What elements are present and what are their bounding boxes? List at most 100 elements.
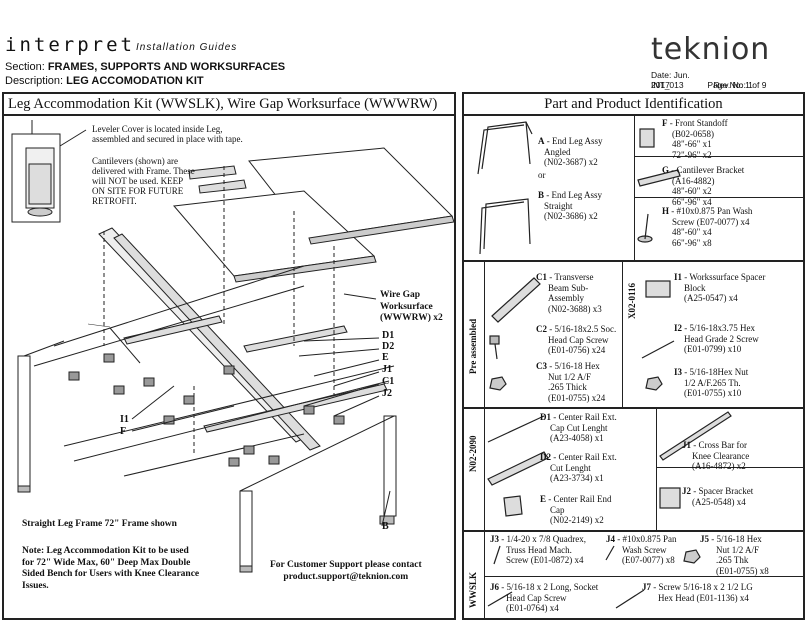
divider [484, 530, 485, 620]
meta-page: Page No: 1 of 9 [707, 80, 767, 90]
divider [656, 467, 805, 468]
leveler-note: Leveler Cover is located inside Leg, ass… [92, 124, 243, 144]
section-label: Section: [5, 61, 45, 73]
part-g-line2: (A16-4882) [672, 175, 715, 186]
part-or: or [538, 170, 546, 180]
part-d2-illustration [487, 451, 549, 486]
part-i2: I2 - 5/16-18x3.75 Hex Head Grade 2 Screw… [674, 323, 759, 355]
description-line: Description: LEG ACCOMODATION KIT [5, 75, 204, 87]
callout-d2: D2 [382, 341, 395, 352]
part-j5-line3: .265 Thk [716, 555, 749, 565]
part-d2: D2 - Center Rail Ext. Cut Lenght (A23-37… [540, 452, 617, 484]
part-a-line1: A - End Leg Assy [538, 136, 603, 146]
part-g-line1: G - Cantilever Bracket [662, 165, 745, 175]
cantilever-note-line: will NOT be used. KEEP [92, 176, 184, 186]
part-d1-line2: Cap Cut Lenght [550, 422, 608, 433]
wire-gap-label-line: Wire Gap [380, 290, 421, 300]
part-c2: C2 - 5/16-18x2.5 Soc. Head Cap Screw (E0… [536, 324, 616, 356]
callout-d1: D1 [382, 330, 395, 341]
wire-gap-label: Wire Gap Worksurface (WWWRW) x2 [380, 290, 443, 325]
meta-doc-id: INT_013 [651, 80, 684, 90]
part-c1-line4: (N02-3688) x3 [548, 303, 602, 314]
part-h-illustration [637, 213, 653, 243]
part-b-line2: Straight [544, 200, 573, 211]
part-j5-line4: (E01-0755) x8 [716, 565, 769, 576]
part-c1-line2: Beam Sub- [548, 282, 589, 293]
description-value: LEG ACCOMODATION KIT [66, 75, 204, 87]
part-j5-line2: Nut 1/2 A/F [716, 544, 760, 555]
kit-usage-note-line: for 72" Wide Max, 60" Deep Max Double [22, 557, 191, 568]
part-j7-line1: J7 - Screw 5/16-18 x 2 1/2 LG [642, 582, 753, 592]
brand-name: interpret [5, 34, 135, 56]
part-j5-line1: J5 - 5/16-18 Hex [700, 534, 762, 544]
cantilever-note-line: RETROFIT. [92, 196, 137, 206]
part-j4-line3: (E07-0077) x8 [622, 555, 675, 565]
kit-usage-note-line: Note: Leg Accommodation Kit to be used [22, 546, 189, 556]
callout-b: B [382, 521, 389, 532]
cantilever-note-line: delivered with Frame. These [92, 166, 195, 176]
part-d2-line2: Cut Lenght [550, 462, 591, 473]
part-j3: J3 - 1/4-20 x 7/8 Quadrex, Truss Head Ma… [490, 534, 586, 566]
part-f: F - Front Standoff (B02-0658) 48"-66" x1… [662, 118, 728, 160]
part-i2-line3: (E01-0799) x10 [684, 344, 742, 354]
kit-usage-note-line: Issues. [22, 580, 49, 591]
part-c1: C1 - Transverse Beam Sub- Assembly (N02-… [536, 272, 602, 314]
part-j7-illustration [615, 589, 645, 609]
part-f-illustration [639, 128, 655, 148]
section-value: FRAMES, SUPPORTS AND WORKSURFACES [47, 61, 286, 73]
part-j1-line3: (A16-4872) x2 [692, 461, 746, 471]
part-c3-line2: Nut 1/2 A/F [548, 371, 592, 382]
part-c3-line3: .265 Thick [548, 382, 587, 392]
part-c3-illustration [489, 376, 507, 391]
part-j3-line1: J3 - 1/4-20 x 7/8 Quadrex, [490, 534, 586, 544]
part-i3-line2: 1/2 A/F.265 Th. [684, 377, 741, 388]
frame-shown-note: Straight Leg Frame 72" Frame shown [22, 519, 177, 529]
cantilever-note-line: Cantilevers (shown) are [92, 156, 178, 166]
divider [464, 260, 805, 262]
part-j5-illustration [683, 549, 701, 564]
wire-gap-label-line: (WWWRW) x2 [380, 313, 443, 323]
callout-i1: I1 [120, 414, 129, 425]
left-panel-title: Leg Accommodation Kit (WWSLK), Wire Gap … [4, 94, 454, 116]
part-d2-line1: D2 - Center Rail Ext. [540, 452, 617, 462]
part-a-line3: (N02-3687) x2 [544, 157, 598, 167]
divider [484, 407, 485, 531]
divider [656, 407, 657, 531]
part-c1-line3: Assembly [548, 293, 584, 303]
part-j1-line2: Knee Clearance [692, 450, 750, 461]
wire-gap-label-line: Worksurface [380, 301, 433, 312]
part-f-line2: (B02-0658) [672, 128, 714, 139]
part-h-line1: H - #10x0.875 Pan Wash [662, 206, 753, 216]
part-e-line1: E - Center Rail End [540, 494, 612, 504]
description-label: Description: [5, 75, 64, 87]
kit-usage-note-line: Sided Bench for Users with Knee Clearanc… [22, 569, 200, 579]
right-panel-title: Part and Product Identification [464, 94, 803, 116]
part-b-line3: (N02-3686) x2 [544, 211, 598, 221]
part-i2-line1: I2 - 5/16-18x3.75 Hex [674, 323, 756, 333]
part-f-line4: 72"-96" x2 [672, 149, 712, 160]
cantilever-note-line: ON SITE FOR FUTURE [92, 186, 184, 196]
divider [484, 576, 805, 577]
teknion-logo: teknion [651, 32, 771, 67]
brand-subtitle: Installation Guides [136, 42, 238, 53]
divider [464, 530, 805, 532]
part-f-line3: 48"-66" x1 [672, 139, 712, 149]
part-d1-line1: D1 - Center Rail Ext. [540, 412, 617, 422]
meta-row-2: INT_013 Rev. No: 1 [651, 80, 753, 90]
support-email[interactable]: product.support@teknion.com [283, 571, 409, 582]
left-panel: Leg Accommodation Kit (WWSLK), Wire Gap … [2, 92, 456, 620]
part-g-illustration [637, 169, 681, 187]
part-i2-line2: Head Grade 2 Screw [684, 333, 759, 344]
part-c1-line1: C1 - Transverse [536, 272, 594, 282]
part-g-line3: 48"-60" x2 [672, 186, 712, 196]
part-j4-line2: Wash Screw [622, 544, 667, 555]
part-j6-line2: Head Cap Screw [506, 592, 567, 603]
part-h: H - #10x0.875 Pan Wash Screw (E07-0077) … [662, 206, 752, 248]
part-b: B - End Leg Assy Straight (N02-3686) x2 [538, 190, 602, 222]
part-c2-illustration [489, 335, 500, 360]
part-i1-line2: Block [684, 282, 706, 293]
part-c2-line3: (E01-0756) x24 [548, 345, 606, 355]
part-a-illustration [481, 121, 533, 170]
part-i1-illustration [645, 280, 671, 298]
part-j3-line2: Truss Head Mach. [506, 544, 572, 555]
